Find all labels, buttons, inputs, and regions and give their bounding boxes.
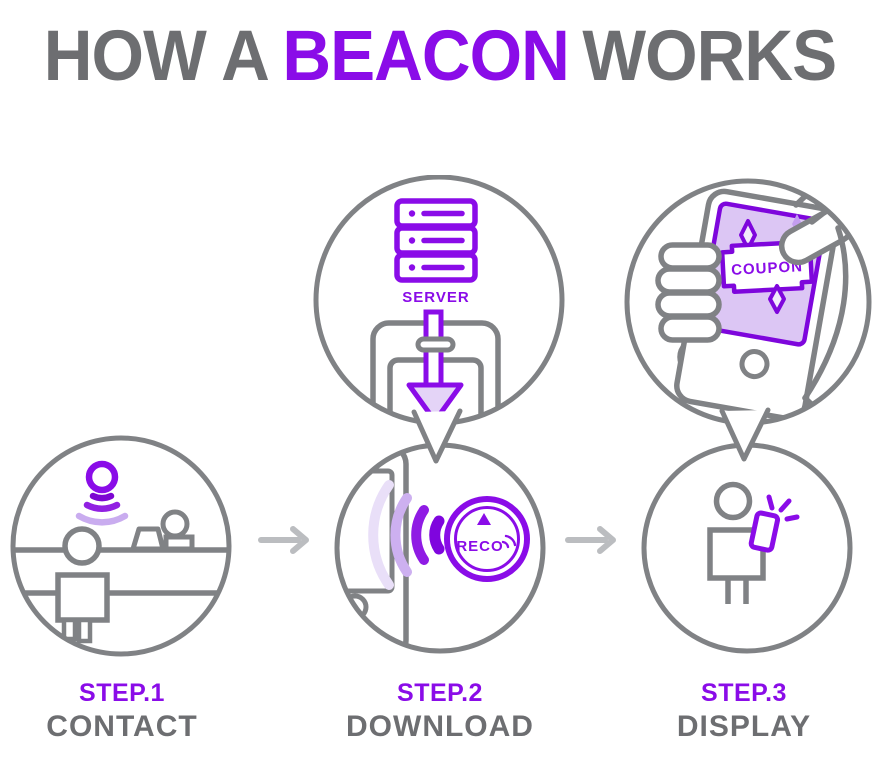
held-phone-icon <box>748 510 781 553</box>
server-icon <box>394 198 478 283</box>
notification-sparks-icon <box>766 494 800 522</box>
cashier-figure <box>160 509 190 539</box>
beacon-triangle-icon <box>477 513 491 525</box>
bubble-tail <box>411 408 463 464</box>
reco-beacon-icon: RECO <box>444 496 530 582</box>
step3-coupon-scene: COUPON <box>624 178 872 462</box>
signal-waves-icon <box>368 480 445 590</box>
step1-number: STEP.1 <box>79 679 165 707</box>
hand-icon <box>655 181 861 423</box>
customer-figure <box>55 526 110 644</box>
step2-server-download-scene: SERVER <box>313 175 565 464</box>
step2-name: DOWNLOAD <box>346 710 534 743</box>
step2-beacon-phone-scene: RECO <box>334 442 546 654</box>
title-suffix: WORKS <box>582 17 837 96</box>
person-with-phone-icon <box>707 481 800 604</box>
title-highlight: BEACON <box>282 17 570 96</box>
step2-number: STEP.2 <box>397 679 483 707</box>
bubble-tail <box>719 407 771 462</box>
title-prefix: HOW A <box>43 17 270 96</box>
step2-labels: STEP.2 DOWNLOAD <box>330 679 550 744</box>
finger <box>655 266 722 295</box>
scene1-circle-outline <box>10 435 232 657</box>
step3-display-scene <box>641 442 853 654</box>
flow-arrow-1 <box>258 526 309 554</box>
flow-arrow-2 <box>565 526 616 554</box>
step1-contact-scene <box>10 435 232 657</box>
reco-signal-mark-icon <box>501 534 517 549</box>
store-counter <box>13 547 229 596</box>
home-button <box>739 349 770 380</box>
right-arrow-icon <box>565 526 616 554</box>
coupon-label: COUPON <box>731 258 804 279</box>
download-arrow-icon <box>406 309 464 423</box>
finger <box>658 242 722 271</box>
reco-label: RECO <box>456 538 503 555</box>
beacon-signal-icon <box>75 460 129 526</box>
step1-name: CONTACT <box>46 710 198 743</box>
step3-labels: STEP.3 DISPLAY <box>634 679 854 744</box>
step3-number: STEP.3 <box>701 679 787 707</box>
finger <box>655 290 722 319</box>
finger <box>658 314 722 343</box>
step1-labels: STEP.1 CONTACT <box>12 679 232 744</box>
step3-name: DISPLAY <box>676 710 812 743</box>
right-arrow-icon <box>258 526 309 554</box>
server-label: SERVER <box>402 289 469 306</box>
sparkle-diamond-icon <box>768 284 786 314</box>
